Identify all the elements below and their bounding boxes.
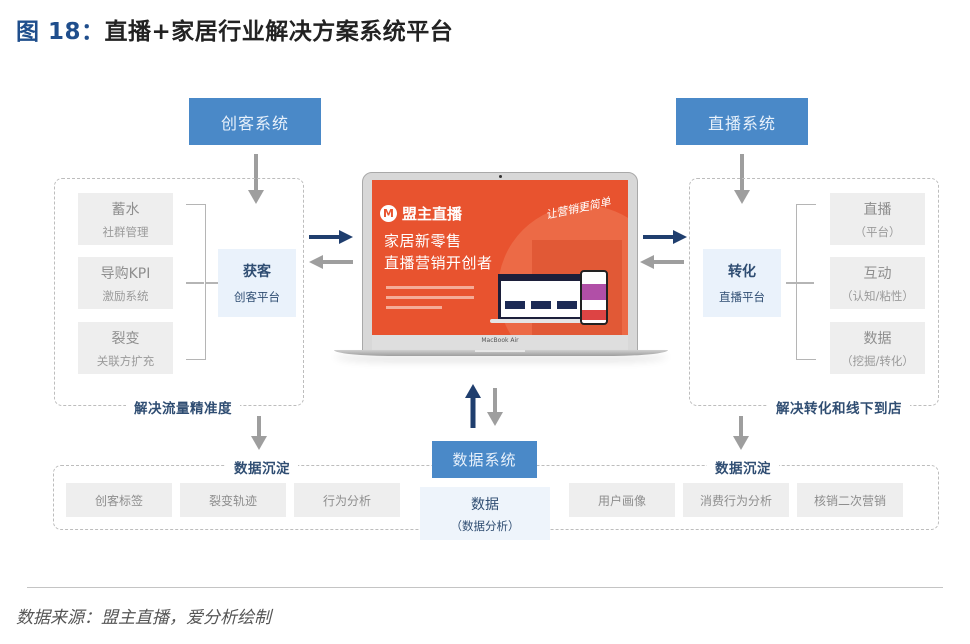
item-main: 导购KPI	[100, 265, 151, 282]
left-item-kpi: 导购KPI 激励系统	[78, 257, 173, 309]
screen-headline-2: 直播营销开创者	[384, 254, 493, 272]
arrow-down-left-data	[251, 416, 267, 450]
item-sub: 社群管理	[102, 224, 149, 239]
brand-name: 盟主直播	[402, 205, 463, 223]
data-system-box: 数据系统	[432, 441, 537, 478]
laptop-camera	[499, 175, 502, 178]
item-main: 数据	[863, 330, 892, 347]
right-data-item: 消费行为分析	[683, 483, 789, 517]
mini-tile	[531, 301, 551, 309]
item-sub: （平台）	[854, 224, 901, 239]
core-sub: 直播平台	[719, 290, 765, 304]
right-bracket-connector	[786, 282, 800, 284]
arrow-right-to-laptop	[309, 230, 353, 244]
screen-desc-line	[386, 286, 474, 289]
footer-divider	[27, 587, 943, 588]
figure-title-text: 直播+家居行业解决方案系统平台	[104, 19, 454, 45]
laptop-notch	[475, 350, 525, 352]
data-analysis-box: 数据 （数据分析）	[420, 487, 550, 540]
mini-laptop-base	[490, 319, 594, 323]
figure-title: 图 18：直播+家居行业解决方案系统平台	[16, 12, 453, 46]
mini-tile	[557, 301, 577, 309]
arrow-left-from-live	[640, 255, 684, 269]
arrow-left-from-laptop	[309, 255, 353, 269]
core-sub: （数据分析）	[450, 518, 520, 533]
item-main: 裂变	[111, 330, 140, 347]
item-sub: （挖掘/转化）	[841, 353, 914, 368]
conversion-box: 转化 直播平台	[703, 249, 781, 317]
item-label: 核销二次营销	[813, 493, 886, 508]
screen-headline-1: 家居新零售	[384, 232, 462, 250]
right-bracket-mid	[796, 282, 814, 284]
source-note: 数据来源：盟主直播，爱分析绘制	[16, 608, 271, 628]
core-main: 获客	[243, 264, 271, 280]
screen-desc-line	[386, 306, 442, 309]
phone-banner	[582, 310, 606, 320]
left-data-item: 行为分析	[294, 483, 400, 517]
item-main: 蓄水	[111, 201, 140, 218]
laptop-chin	[372, 335, 628, 351]
live-system-box: 直播系统	[676, 98, 808, 145]
arrow-down-to-data	[487, 388, 503, 426]
arrow-down-right-data	[733, 416, 749, 450]
right-data-caption: 数据沉淀	[707, 457, 779, 477]
item-sub: 激励系统	[102, 288, 149, 303]
brand-logo: M 盟主直播	[380, 203, 462, 224]
right-item-data: 数据 （挖掘/转化）	[830, 322, 925, 374]
left-bracket-mid	[186, 282, 204, 284]
item-main: 直播	[863, 201, 892, 218]
core-sub: 创客平台	[234, 290, 280, 304]
core-main: 数据	[471, 496, 499, 513]
arrow-up-to-laptop	[465, 384, 481, 428]
acquire-customers-box: 获客 创客平台	[218, 249, 296, 317]
right-data-item: 核销二次营销	[797, 483, 903, 517]
right-item-interaction: 互动 （认知/粘性）	[830, 257, 925, 309]
mini-laptop-image	[498, 274, 584, 320]
item-sub: 关联方扩充	[96, 353, 155, 368]
arrow-down-live	[734, 154, 750, 204]
left-panel-caption: 解决流量精准度	[126, 397, 240, 417]
laptop-base	[334, 350, 668, 356]
left-item-liebian: 裂变 关联方扩充	[78, 322, 173, 374]
item-label: 用户画像	[597, 493, 646, 508]
phone-image	[580, 270, 608, 325]
left-data-item: 创客标签	[66, 483, 172, 517]
mini-tile	[505, 301, 525, 309]
phone-banner	[582, 284, 606, 300]
item-label: 创客标签	[94, 493, 143, 508]
brand-logo-icon: M	[380, 205, 397, 222]
item-label: 行为分析	[322, 493, 371, 508]
right-data-item: 用户画像	[569, 483, 675, 517]
arrow-down-chuangke	[248, 154, 264, 204]
left-data-caption: 数据沉淀	[226, 457, 298, 477]
laptop-model: MacBook Air	[481, 337, 519, 344]
arrow-right-to-live	[643, 230, 687, 244]
chuangke-system-box: 创客系统	[189, 98, 321, 145]
item-label: 消费行为分析	[699, 493, 772, 508]
item-main: 互动	[863, 265, 892, 282]
left-data-item: 裂变轨迹	[180, 483, 286, 517]
figure-label: 图 18：	[16, 19, 105, 45]
item-label: 裂变轨迹	[208, 493, 257, 508]
left-bracket-connector	[205, 282, 219, 284]
right-item-live: 直播 （平台）	[830, 193, 925, 245]
item-sub: （认知/粘性）	[841, 288, 914, 303]
core-main: 转化	[728, 264, 756, 280]
screen-desc-line	[386, 296, 474, 299]
right-panel-caption: 解决转化和线下到店	[768, 397, 910, 417]
left-item-xushui: 蓄水 社群管理	[78, 193, 173, 245]
